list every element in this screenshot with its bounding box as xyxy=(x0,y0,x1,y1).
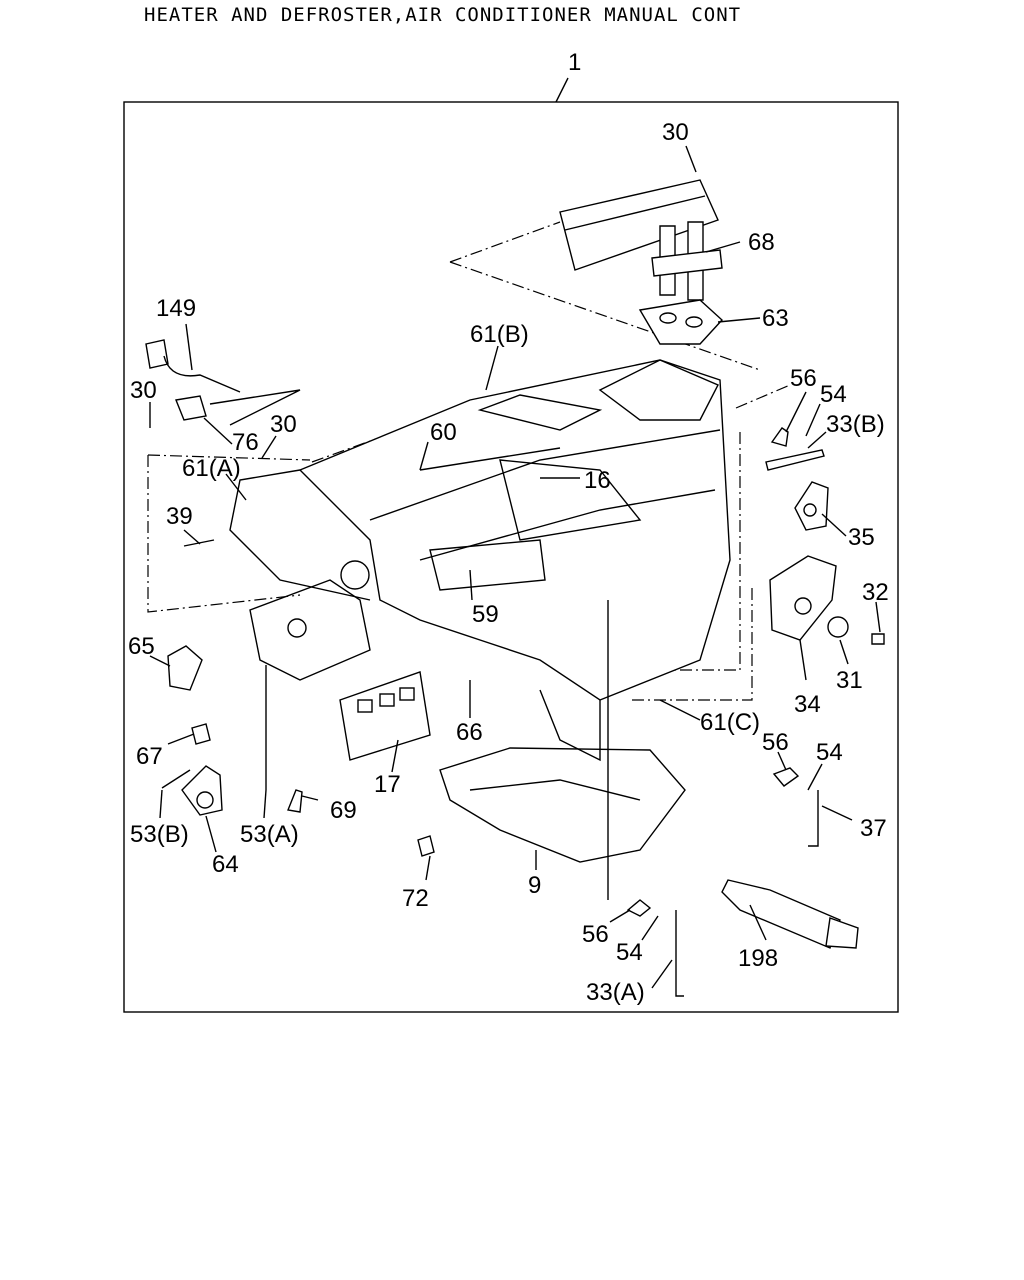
seal-63 xyxy=(638,299,723,345)
label-9: 9 xyxy=(528,872,541,899)
label-56-low: 56 xyxy=(582,921,609,948)
label-149: 149 xyxy=(156,295,196,322)
label-34: 34 xyxy=(794,691,821,718)
diagram-title: HEATER AND DEFROSTER,AIR CONDITIONER MAN… xyxy=(144,4,742,26)
filter-17 xyxy=(339,671,431,761)
sensor-76 xyxy=(175,395,207,421)
label-68: 68 xyxy=(748,229,775,256)
label-16: 16 xyxy=(584,467,611,494)
sensor-149 xyxy=(145,339,169,369)
clip-72 xyxy=(417,835,435,857)
clip-56b xyxy=(772,767,800,787)
resistor-198 xyxy=(721,879,841,949)
label-17: 17 xyxy=(374,771,401,798)
label-66: 66 xyxy=(456,719,483,746)
label-67: 67 xyxy=(136,743,163,770)
leader-1 xyxy=(555,77,569,103)
label-37: 37 xyxy=(860,815,887,842)
diagram-frame xyxy=(123,101,899,1013)
bolt-32 xyxy=(871,633,885,645)
label-69: 69 xyxy=(330,797,357,824)
heater-case-assembly xyxy=(229,359,731,701)
label-33a: 33(A) xyxy=(586,979,645,1006)
label-65: 65 xyxy=(128,633,155,660)
clip-56a xyxy=(770,427,789,447)
rod-37 xyxy=(808,790,819,847)
label-54-mid: 54 xyxy=(816,739,843,766)
link-69 xyxy=(287,789,303,813)
label-63: 63 xyxy=(762,305,789,332)
part-labels: 1 30 68 63 149 30 76 30 61(B) 60 16 56 5… xyxy=(128,49,889,1006)
label-33b: 33(B) xyxy=(826,411,885,438)
label-198: 198 xyxy=(738,945,778,972)
heater-core-68 xyxy=(559,179,723,301)
mode-cam-34 xyxy=(769,555,837,641)
gear-31 xyxy=(827,616,849,638)
label-61c: 61(C) xyxy=(700,709,760,736)
rod-53b xyxy=(161,769,191,789)
lower-case-9 xyxy=(439,747,686,863)
leader-lines xyxy=(149,145,881,989)
label-53a: 53(A) xyxy=(240,821,299,848)
label-61b: 61(B) xyxy=(470,321,529,348)
label-35: 35 xyxy=(848,524,875,551)
label-59: 59 xyxy=(472,601,499,628)
label-54-top: 54 xyxy=(820,381,847,408)
label-64: 64 xyxy=(212,851,239,878)
label-30-left: 30 xyxy=(130,377,157,404)
rod-33b xyxy=(765,449,825,471)
label-60: 60 xyxy=(430,419,457,446)
label-30-top: 30 xyxy=(662,119,689,146)
label-56-mid: 56 xyxy=(762,729,789,756)
label-31: 31 xyxy=(836,667,863,694)
rod-33a xyxy=(675,910,684,997)
label-30-mid: 30 xyxy=(270,411,297,438)
label-72: 72 xyxy=(402,885,429,912)
label-53b: 53(B) xyxy=(130,821,189,848)
label-56-top: 56 xyxy=(790,365,817,392)
bracket-67 xyxy=(191,723,211,745)
label-54-low: 54 xyxy=(616,939,643,966)
label-39: 39 xyxy=(166,503,193,530)
label-61a: 61(A) xyxy=(182,455,241,482)
label-32: 32 xyxy=(862,579,889,606)
label-1: 1 xyxy=(568,49,581,76)
label-76: 76 xyxy=(232,429,259,456)
actuator-65 xyxy=(167,645,203,691)
lever-35 xyxy=(794,481,829,531)
clip-56c xyxy=(626,899,652,917)
